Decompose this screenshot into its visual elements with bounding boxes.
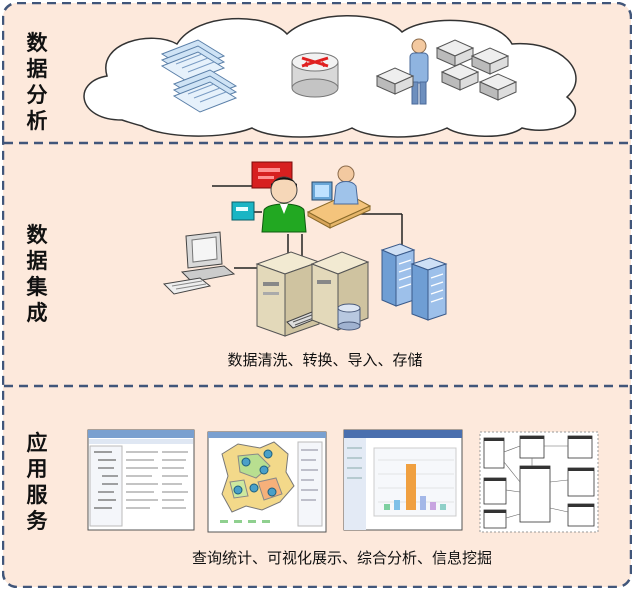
chart-screenshot: [343, 429, 463, 531]
integration-caption: 数据清洗、转换、导入、存储: [227, 351, 423, 369]
tower-server-icon: [255, 251, 324, 337]
section-label-analysis: 数据分析: [26, 31, 48, 133]
document-stack-icon: [160, 39, 238, 113]
table-screenshot: [87, 429, 195, 531]
router-icon: [291, 52, 339, 98]
desktop-computer-icon: [162, 231, 236, 295]
section-label-integration: 数据集成: [26, 223, 48, 325]
person-icon: [409, 38, 429, 105]
map-screenshot: [207, 431, 327, 533]
workstation-icon: [306, 165, 372, 229]
server-cluster-icon: [375, 39, 518, 101]
rack-server-icon: [380, 243, 448, 321]
schema-diagram: [479, 431, 599, 533]
application-caption: 查询统计、可视化展示、综合分析、信息挖掘: [191, 549, 493, 567]
database-icon: [337, 303, 361, 331]
section-label-application: 应用服务: [26, 431, 48, 533]
operator-icon: [261, 176, 307, 233]
